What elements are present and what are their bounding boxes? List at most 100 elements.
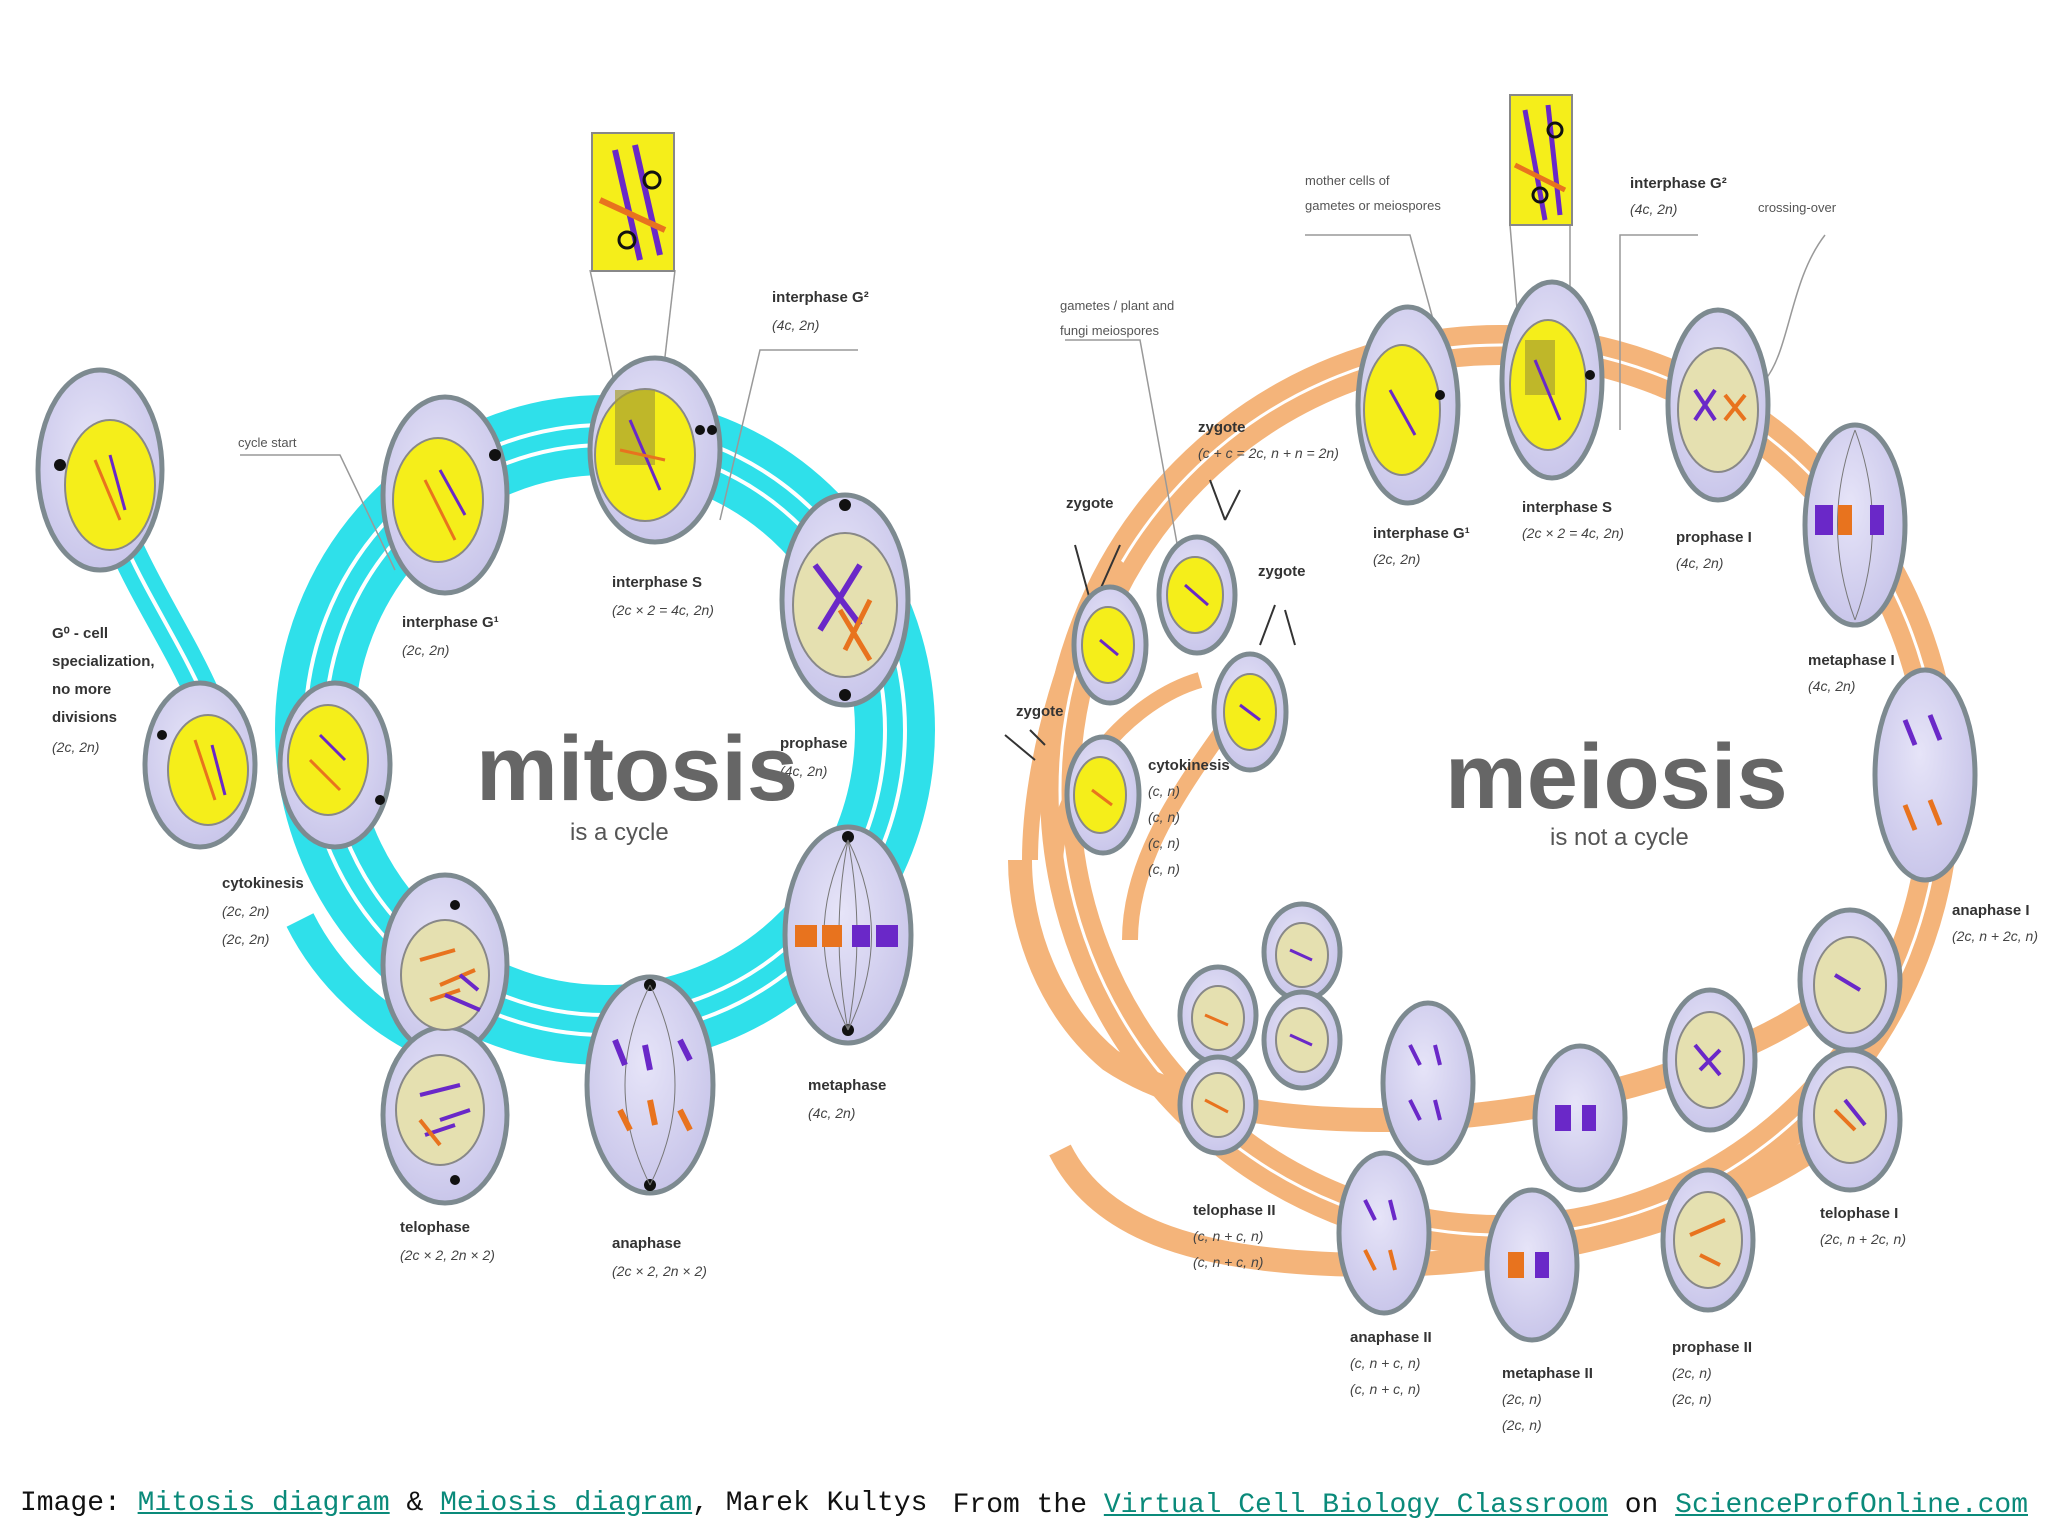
prophase1-cell (1665, 307, 1771, 503)
meiosis-cytokinesis-label: cytokinesis (1148, 757, 1230, 774)
anaphase-label: anaphase (612, 1235, 681, 1252)
gametes-leader (1065, 339, 1181, 561)
caption-prefix: From the (952, 1490, 1104, 1521)
prophase-cell (779, 492, 911, 708)
cytokinesis-label: cytokinesis (222, 875, 304, 892)
site-link[interactable]: ScienceProfOnline.com (1675, 1490, 2028, 1521)
image-credit-caption: Image: Mitosis diagram & Meiosis diagram… (20, 1488, 927, 1519)
anaphase2-ploidy: (c, n + c, n) (1350, 1381, 1420, 1397)
nucleus (64, 419, 156, 551)
meiosis-g1-ploidy: (2c, 2n) (1373, 551, 1420, 567)
telophase1-label: telophase I (1820, 1205, 1898, 1222)
g2-label: interphase G² (772, 289, 869, 306)
cytokinesis-ploidy: (2c, 2n) (222, 903, 269, 919)
meiosis-cytokinesis-ploidy: (c, n) (1148, 861, 1180, 877)
telophase2-ploidy: (c, n + c, n) (1193, 1228, 1263, 1244)
telophase2-cell-upper (1261, 901, 1343, 1091)
metaphase-cell (782, 824, 914, 1046)
telophase-ploidy: (2c × 2, 2n × 2) (400, 1247, 495, 1263)
g2-leader (719, 349, 858, 521)
zygote-main-ploidy: (c + c = 2c, n + n = 2n) (1198, 445, 1339, 461)
zygote-cell-center (1156, 534, 1238, 656)
prophase-label: prophase (780, 735, 848, 752)
metaphase-ploidy: (4c, 2n) (808, 1105, 855, 1121)
caption-on: on (1607, 1490, 1676, 1521)
metaphase1-cell (1802, 422, 1908, 628)
zygote-label: zygote (1066, 495, 1114, 512)
telophase2-label: telophase II (1193, 1202, 1276, 1219)
prophase2-cell-upper (1662, 987, 1758, 1133)
meiosis-s-label: interphase S (1522, 499, 1612, 516)
caption-ampersand: & (389, 1488, 441, 1519)
meiosis-cytokinesis-ploidy: (c, n) (1148, 783, 1180, 799)
telophase1-ploidy: (2c, n + 2c, n) (1820, 1231, 1906, 1247)
meiosis-subtitle: is not a cycle (1550, 824, 1689, 851)
metaphase2-ploidy: (2c, n) (1502, 1391, 1542, 1407)
prophase1-ploidy: (4c, 2n) (1676, 555, 1723, 571)
g0-label: specialization, (52, 653, 155, 670)
zygote-label: zygote (1258, 563, 1306, 580)
meiosis-title: meiosis (1445, 726, 1788, 828)
zygote-arrow (1209, 479, 1241, 521)
cytokinesis-cell-right (277, 680, 393, 850)
zygote-cell-right (1211, 651, 1289, 773)
mother-cells-label: gametes or meiospores (1305, 198, 1441, 213)
caption-author: , Marek Kultys (692, 1488, 928, 1519)
g1-cell (380, 394, 510, 596)
meiosis-diagram-link[interactable]: Meiosis diagram (440, 1488, 693, 1519)
metaphase-label: metaphase (808, 1077, 886, 1094)
zoom-centromere (642, 170, 662, 190)
g0-label: G⁰ - cell (52, 625, 108, 642)
caption-prefix: Image: (20, 1488, 138, 1519)
anaphase1-ploidy: (2c, n + 2c, n) (1952, 928, 2038, 944)
centrosome (54, 459, 66, 471)
meiosis-s-ploidy: (2c × 2 = 4c, 2n) (1522, 525, 1624, 541)
meiosis-diagram: mother cells of gametes or meiospores ga… (1004, 94, 2038, 1433)
meiosis-cytokinesis-ploidy: (c, n) (1148, 835, 1180, 851)
zygote-arrow (1004, 729, 1046, 761)
g2-ploidy: (4c, 2n) (772, 317, 819, 333)
prophase-ploidy: (4c, 2n) (780, 763, 827, 779)
mitosis-subtitle: is a cycle (570, 819, 669, 846)
metaphase1-ploidy: (4c, 2n) (1808, 678, 1855, 694)
g1-ploidy: (2c, 2n) (402, 642, 449, 658)
g2-leader (1619, 234, 1698, 430)
zygote-main-label: zygote (1198, 419, 1246, 436)
interphase-s-cell (587, 355, 723, 545)
meiosis-g1-cell (1355, 304, 1461, 506)
prophase2-ploidy: (2c, n) (1672, 1365, 1712, 1381)
mitosis-diagram: cycle start (35, 132, 935, 1279)
metaphase2-label: metaphase II (1502, 1365, 1593, 1382)
g1-label: interphase G¹ (402, 614, 499, 631)
classroom-link[interactable]: Virtual Cell Biology Classroom (1103, 1490, 1608, 1521)
s-label: interphase S (612, 574, 702, 591)
zygote-cell-left (1071, 584, 1149, 706)
zoom-chromosome (632, 144, 663, 256)
meiosis-g2-label: interphase G² (1630, 175, 1727, 192)
cytokinesis-ploidy: (2c, 2n) (222, 931, 269, 947)
telophase2-ploidy: (c, n + c, n) (1193, 1254, 1263, 1270)
prophase2-ploidy: (2c, n) (1672, 1391, 1712, 1407)
gametes-label: fungi meiospores (1060, 323, 1159, 338)
zygote-label: zygote (1016, 703, 1064, 720)
crossing-over-label: crossing-over (1758, 200, 1837, 215)
mother-cells-label: mother cells of (1305, 173, 1390, 188)
prophase2-label: prophase II (1672, 1339, 1752, 1356)
gamete-track (1122, 715, 1237, 941)
crossing-over-leader (1764, 234, 1826, 381)
telophase1-cell (1797, 907, 1903, 1193)
g0-cell (35, 367, 165, 573)
meiosis-g2-ploidy: (4c, 2n) (1630, 201, 1677, 217)
metaphase2-cell-lower (1484, 1187, 1580, 1343)
metaphase2-cell-upper (1532, 1043, 1628, 1193)
mitosis-title: mitosis (476, 718, 798, 820)
zygote-arrow (1259, 604, 1296, 646)
anaphase2-cell-upper (1380, 1000, 1476, 1166)
telophase-cell (380, 872, 510, 1206)
zygote-arrow (1074, 544, 1121, 601)
meiosis-s-cell (1499, 279, 1605, 481)
anaphase2-cell-lower (1336, 1150, 1432, 1316)
mitosis-diagram-link[interactable]: Mitosis diagram (137, 1488, 390, 1519)
telophase2-cell-lower (1177, 964, 1259, 1156)
